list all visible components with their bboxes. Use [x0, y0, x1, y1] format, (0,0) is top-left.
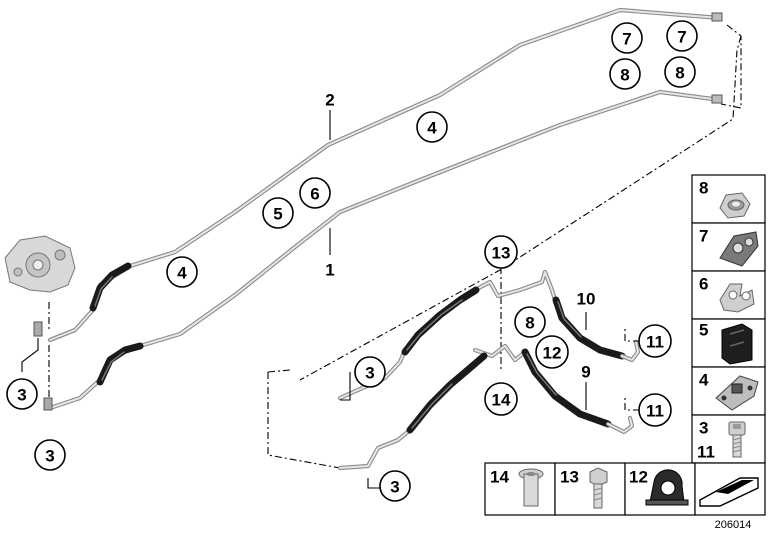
- panel-label-8: 8: [699, 179, 708, 198]
- hose-13: [401, 286, 480, 356]
- svg-text:14: 14: [492, 391, 511, 410]
- holder-icon: [721, 323, 753, 365]
- callout-5: 5: [262, 197, 294, 229]
- hex-nut-icon: [719, 192, 751, 219]
- clip-icon: [719, 283, 755, 313]
- hose-segment-upper: [89, 262, 132, 312]
- parts-panel-row: 14 13 12: [484, 462, 766, 516]
- panel-label-3: 3: [699, 419, 708, 438]
- callout-11-top: 11: [638, 324, 672, 358]
- svg-text:11: 11: [646, 333, 664, 352]
- callout-3-bottom: 3: [379, 470, 411, 502]
- label-2: 2: [325, 91, 334, 110]
- callout-8-mid: 8: [514, 306, 546, 338]
- leader-3-mid: [340, 372, 351, 401]
- hose-14: [406, 352, 488, 434]
- fitting-mid-right: [711, 94, 723, 104]
- svg-text:8: 8: [620, 66, 629, 85]
- label-10: 10: [577, 290, 596, 309]
- bracket-icon: [715, 375, 759, 411]
- callout-11-bot: 11: [638, 393, 672, 427]
- svg-text:5: 5: [273, 205, 282, 224]
- svg-text:8: 8: [525, 314, 534, 333]
- callout-8a: 8: [609, 58, 641, 90]
- bolt-icon: [728, 421, 746, 458]
- callout-3-mid: 3: [354, 356, 386, 388]
- clamp-icon: [645, 469, 689, 506]
- leader-3-left-top: [21, 338, 39, 372]
- pump-component: [4, 235, 76, 411]
- svg-text:12: 12: [543, 344, 562, 363]
- leader-11-bot: [624, 398, 640, 411]
- panel-label-7: 7: [699, 227, 708, 246]
- callout-12: 12: [535, 335, 569, 369]
- panel-label-5: 5: [699, 321, 708, 340]
- hose-segment-lower: [96, 342, 144, 386]
- pipe-13: [337, 269, 558, 401]
- svg-text:7: 7: [622, 30, 631, 49]
- callout-8b: 8: [664, 56, 696, 88]
- callout-4-left: 4: [166, 256, 198, 288]
- svg-text:3: 3: [390, 478, 399, 497]
- parts-panel-column: 8 7 6 5 4 3 11: [691, 174, 766, 464]
- panel-label-14: 14: [490, 468, 509, 487]
- direction-arrow-icon: [699, 477, 759, 507]
- leader-11-top: [624, 328, 640, 342]
- svg-text:7: 7: [677, 28, 686, 47]
- callout-7a: 7: [611, 22, 643, 54]
- svg-text:6: 6: [310, 185, 319, 204]
- callout-7b: 7: [666, 20, 698, 52]
- svg-text:3: 3: [365, 364, 374, 383]
- svg-text:11: 11: [646, 402, 664, 421]
- hex-bolt-icon: [589, 467, 608, 509]
- callout-3-left-top: 3: [6, 378, 38, 410]
- callout-13: 13: [484, 235, 518, 269]
- hose-9: [521, 348, 612, 428]
- document-number: 206014: [715, 519, 752, 531]
- fitting-top-right: [711, 12, 723, 22]
- routing-outline-upper: [299, 24, 742, 381]
- svg-text:8: 8: [675, 64, 684, 83]
- pipe-1: [47, 89, 723, 411]
- svg-text:13: 13: [492, 244, 511, 263]
- callout-4-top: 4: [416, 111, 448, 143]
- hose-10: [552, 296, 626, 360]
- panel-label-13: 13: [560, 468, 579, 487]
- leader-3-bottom: [367, 478, 380, 489]
- pipe-10-end: [619, 339, 641, 363]
- pipe-2: [47, 7, 723, 343]
- pipe-9-end: [605, 415, 635, 435]
- svg-text:4: 4: [427, 119, 437, 138]
- panel-label-4: 4: [699, 371, 709, 390]
- routing-outline-lower: [267, 369, 341, 469]
- rivet-nut-icon: [518, 468, 544, 507]
- panel-label-11: 11: [697, 443, 715, 462]
- panel-label-6: 6: [699, 275, 708, 294]
- label-1: 1: [325, 261, 334, 280]
- double-clip-icon: [719, 231, 759, 267]
- callout-3-left-bot: 3: [34, 439, 66, 471]
- svg-text:3: 3: [17, 386, 26, 405]
- svg-text:4: 4: [177, 264, 187, 283]
- callout-6: 6: [299, 177, 331, 209]
- label-9: 9: [581, 363, 590, 382]
- svg-text:3: 3: [45, 447, 54, 466]
- callout-14: 14: [484, 382, 518, 416]
- panel-label-12: 12: [629, 468, 648, 487]
